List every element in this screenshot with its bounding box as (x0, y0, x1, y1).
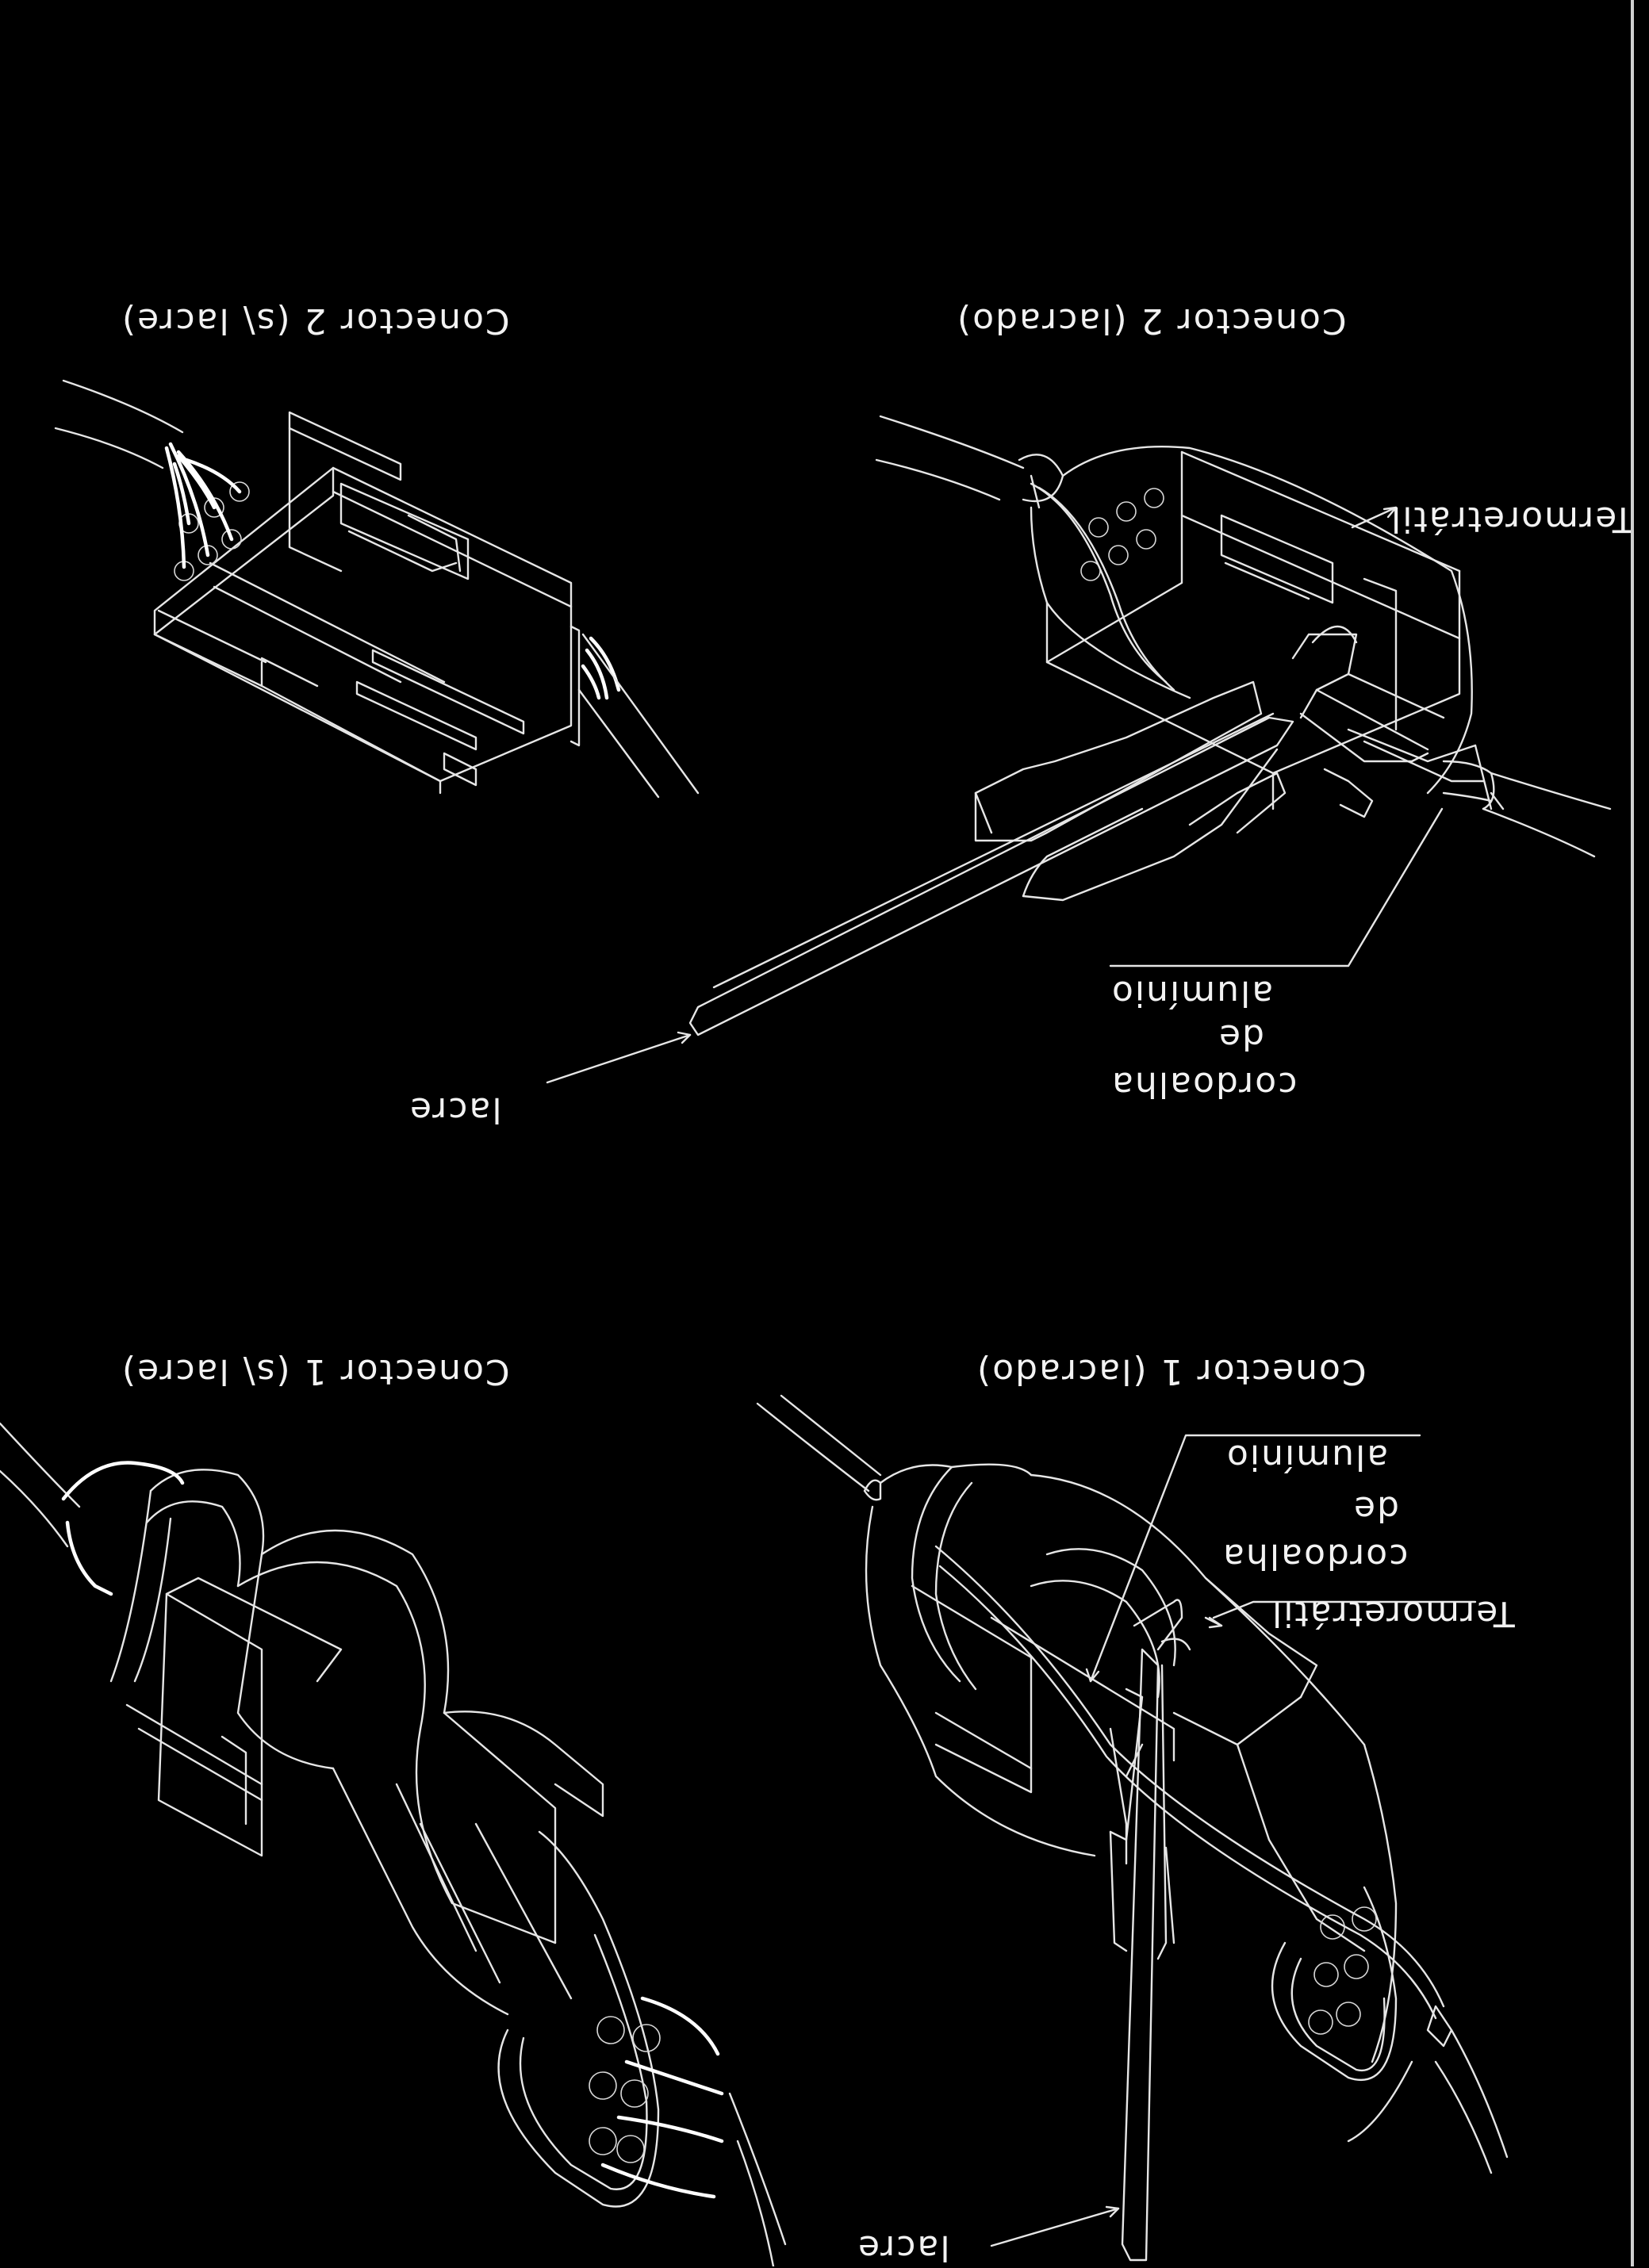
connector-1-aluminum-strand-label-line-1: cordoalha (1221, 1536, 1409, 1576)
connector-2-aluminum-strand-label-line-2: de (1218, 1017, 1264, 1057)
connector-2-unsealed-drawing (54, 379, 700, 799)
connector-1-seal-label: lacre (857, 2228, 950, 2268)
connector-2-unsealed-title: Conector 2 (s\ lacre) (121, 301, 510, 341)
connector-1-heat-shrink-label: Termoretrátil (1271, 1593, 1515, 1634)
connector-1-aluminum-strand-label-line-3: alumínio (1225, 1437, 1389, 1477)
connector-2-aluminum-strand-label-line-3: alumínio (1110, 973, 1274, 1013)
connector-2-sealed-title: Conector 2 (lacrado) (956, 301, 1347, 341)
connector-2-heat-shrink-label: Termoretrátil (1390, 499, 1634, 539)
connector-2-sealed-drawing (546, 415, 1612, 1084)
connector-2-aluminum-strand-label-line-1: cordoalha (1110, 1064, 1298, 1105)
connector-2-seal-label: lacre (408, 1090, 502, 1130)
sheet-edge-line (1631, 0, 1634, 2266)
connector-1-aluminum-strand-label-line-2: de (1352, 1488, 1399, 1529)
connector-1-sealed-title: Conector 1 (lacrado) (976, 1351, 1367, 1392)
connector-1-sealed-drawing (756, 1394, 1509, 2262)
connector-1-unsealed-drawing (0, 1422, 787, 2266)
connector-1-unsealed-title: Conector 1 (s\ lacre) (121, 1351, 510, 1392)
